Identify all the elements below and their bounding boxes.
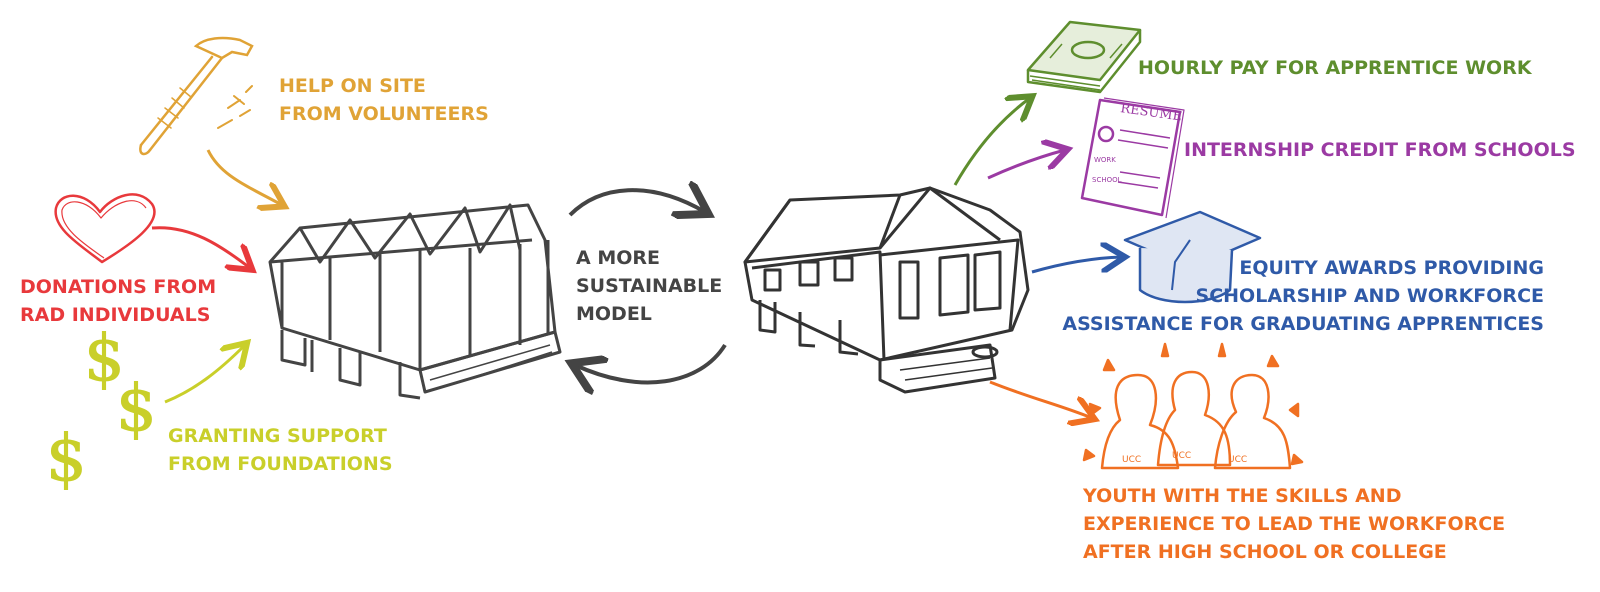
label-line: HOURLY PAY FOR APPRENTICE WORK [1138, 57, 1532, 79]
resume-school-label: SCHOOL [1092, 176, 1122, 184]
label-line: SUSTAINABLE [576, 275, 723, 297]
arrow-donations [151, 226, 250, 268]
label-hourly: HOURLY PAY FOR APPRENTICE WORK [1138, 54, 1532, 82]
label-donations: DONATIONS FROM RAD INDIVIDUALS [20, 273, 216, 329]
dollar-signs-icon: $ $ $ [46, 322, 158, 497]
dollar-glyph: $ [46, 422, 87, 496]
label-line: YOUTH WITH THE SKILLS AND [1083, 485, 1402, 507]
shirt-label: UCC [1172, 451, 1191, 461]
arrow-youth [989, 380, 1092, 418]
label-youth: YOUTH WITH THE SKILLS AND EXPERIENCE TO … [1083, 482, 1505, 566]
graduation-cap-icon [1123, 210, 1262, 304]
arrow-volunteers [206, 149, 282, 205]
dollar-glyph: $ [116, 372, 157, 446]
resume-icon: RESUME WORK SCHOOL [1080, 97, 1185, 219]
dollar-glyph: $ [84, 322, 125, 396]
label-line: FROM FOUNDATIONS [168, 453, 393, 475]
arrow-equity [1031, 257, 1122, 274]
arrow-hourly [953, 98, 1030, 186]
label-line: GRANTING SUPPORT [168, 425, 387, 447]
people-icon: UCC UCC UCC [1082, 342, 1304, 470]
label-line: INTERNSHIP CREDIT FROM SCHOOLS [1184, 139, 1576, 161]
label-line: EQUITY AWARDS PROVIDING [1239, 257, 1544, 279]
label-line: RAD INDIVIDUALS [20, 304, 211, 326]
cycle-arrow-bottom [575, 343, 727, 382]
label-line: SCHOLARSHIP AND WORKFORCE [1195, 285, 1544, 307]
cycle-arrow-top [568, 190, 705, 215]
label-granting: GRANTING SUPPORT FROM FOUNDATIONS [168, 422, 393, 478]
label-volunteers: HELP ON SITE FROM VOLUNTEERS [279, 72, 489, 128]
heart-icon [54, 193, 156, 264]
label-line: A MORE [576, 247, 660, 269]
shirt-label: UCC [1228, 455, 1247, 465]
arrow-internship [987, 150, 1065, 180]
resume-work-label: WORK [1094, 156, 1116, 164]
shirt-label: UCC [1122, 455, 1141, 465]
label-line: AFTER HIGH SCHOOL OR COLLEGE [1083, 541, 1447, 563]
hammer-icon [139, 36, 254, 156]
house-frame-sketch [268, 203, 562, 400]
label-equity: EQUITY AWARDS PROVIDING SCHOLARSHIP AND … [1062, 254, 1544, 338]
resume-title: RESUME [1119, 101, 1182, 124]
label-line: MODEL [576, 303, 652, 325]
money-stack-icon [1026, 20, 1142, 94]
house-finished-sketch [743, 186, 1030, 394]
label-line: DONATIONS FROM [20, 276, 217, 298]
label-line: EXPERIENCE TO LEAD THE WORKFORCE [1083, 513, 1506, 535]
label-line: ASSISTANCE FOR GRADUATING APPRENTICES [1062, 313, 1544, 335]
label-center-model: A MORE SUSTAINABLE MODEL [576, 244, 722, 328]
arrow-granting [164, 345, 245, 404]
label-line: FROM VOLUNTEERS [279, 103, 489, 125]
label-internship: INTERNSHIP CREDIT FROM SCHOOLS [1184, 136, 1576, 164]
label-line: HELP ON SITE [279, 75, 426, 97]
